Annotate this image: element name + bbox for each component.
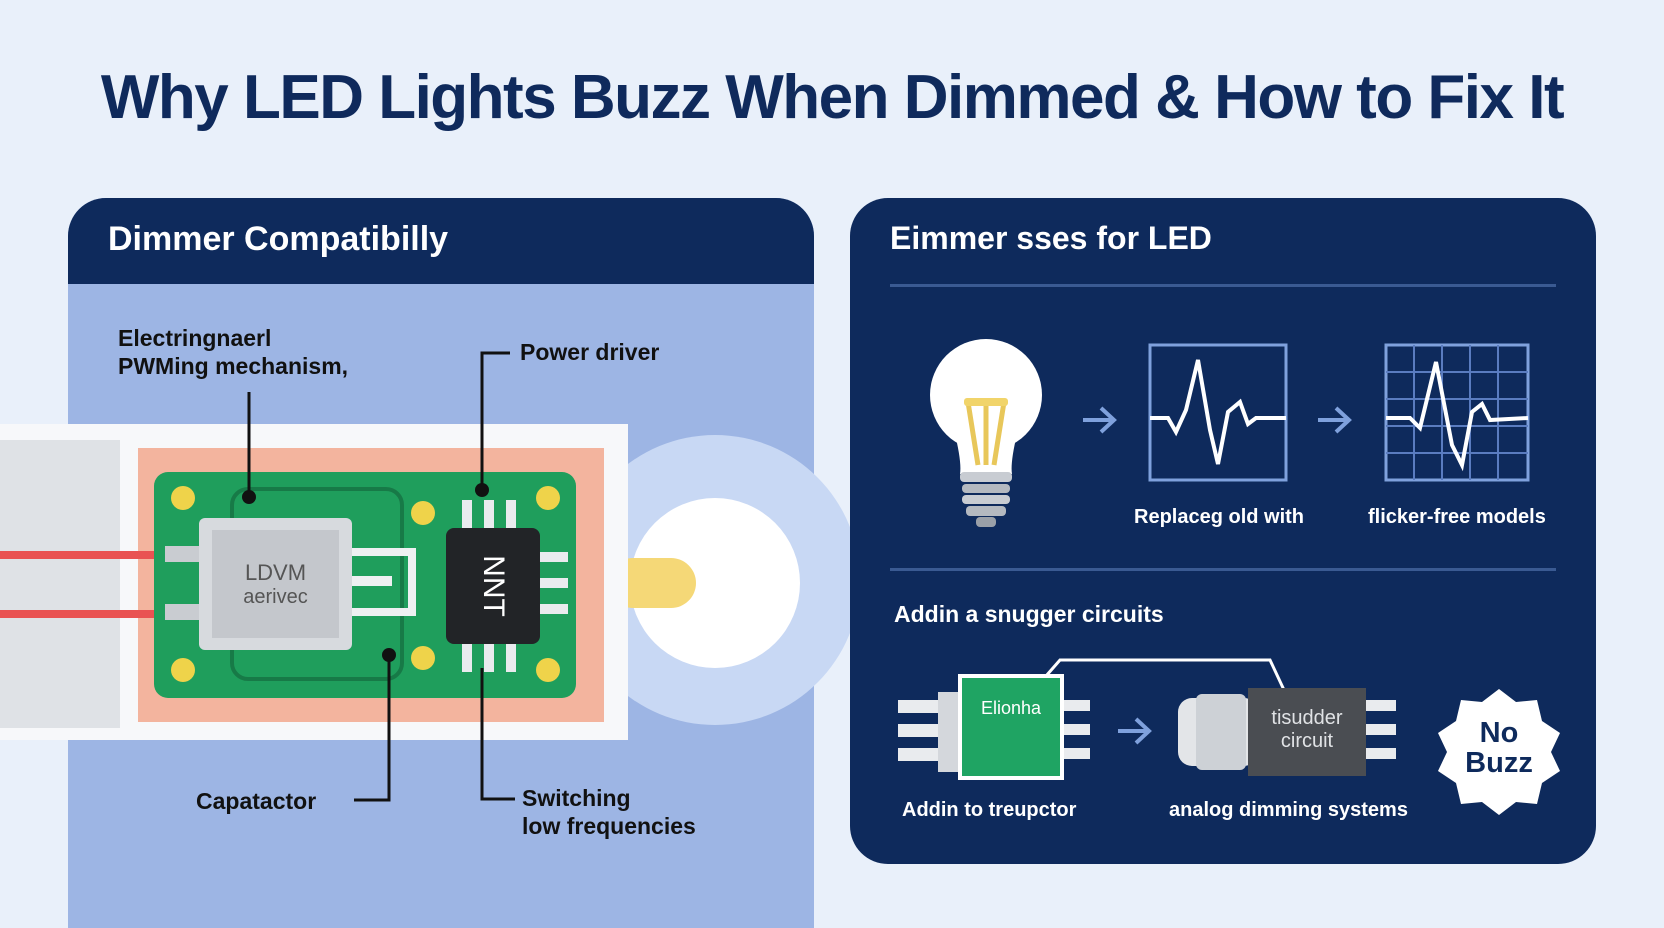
green-module-icon: [898, 674, 1090, 780]
ldvm-label-line1: LDVM: [244, 560, 307, 585]
heat-sink: [352, 548, 416, 616]
arrow-right-icon: [1318, 406, 1352, 434]
housing-end: [0, 440, 120, 728]
no-buzz-badge-line2: Buzz: [1465, 747, 1533, 779]
page-title: Why LED Lights Buzz When Dimmed & How to…: [100, 63, 1565, 132]
wire-bottom: [0, 610, 166, 618]
electromagnet-callout-line2: PWMing mechanism,: [118, 353, 349, 379]
green-module-label: Elionha: [960, 698, 1062, 718]
snubber-module-line2: circuit: [1280, 730, 1334, 752]
ldvm-label: LDVM aerivec: [212, 560, 339, 610]
switching-callout-line2: low frequencies: [522, 813, 696, 839]
wire-top: [0, 551, 166, 559]
no-buzz-badge-line1: No: [1479, 717, 1519, 749]
ic-chip: [446, 528, 540, 644]
step-label-flicker-free: flicker-free models: [1368, 506, 1546, 528]
arrow-right-icon: [1083, 406, 1117, 434]
panel-heading: Dimmer Compatibilly: [108, 220, 449, 258]
pad: [411, 501, 435, 525]
bottom-label-analog: analog dimming systems: [1169, 799, 1408, 821]
switching-callout-line1: Switching: [522, 785, 631, 811]
divider: [890, 284, 1556, 287]
callout-dot: [242, 490, 256, 504]
lightbulb-icon: [930, 339, 1042, 527]
divider: [890, 568, 1556, 571]
pad: [536, 486, 560, 510]
callout-dot: [382, 648, 396, 662]
electromagnet-callout: Electringnaerl PWMing mechanism,: [118, 324, 348, 380]
panel-header: Dimmer Compatibilly: [68, 198, 814, 284]
electromagnet-callout-line1: Electringnaerl: [118, 325, 272, 351]
waveform-old-icon: [1148, 343, 1288, 482]
ldvm-label-line2: aerivec: [243, 586, 308, 608]
circuit-wire: [1044, 658, 1286, 691]
step-label-replace: Replaceg old with: [1134, 506, 1305, 528]
pad: [536, 658, 560, 682]
waveform-flicker-free-icon: [1384, 343, 1530, 482]
pad: [171, 486, 195, 510]
no-buzz-badge-shape: [1438, 689, 1560, 815]
no-buzz-badge: No Buzz: [1446, 695, 1552, 801]
snubber-module-line1: tisudder: [1271, 707, 1343, 729]
snubber-heading: Addin a snugger circuits: [894, 601, 1164, 627]
green-module-text: Elionha: [980, 697, 1042, 718]
bottom-label-capacitor: Addin to treupctor: [902, 799, 1077, 821]
bulb-glass: [630, 498, 800, 668]
bulb-filament: [608, 558, 696, 608]
switching-callout: Switching low frequencies: [522, 784, 696, 840]
callout-dot: [475, 483, 489, 497]
panel-heading: Eimmer sses for LED: [890, 220, 1212, 256]
power-driver-callout: Power driver: [520, 339, 660, 365]
capacitor-callout: Capatactor: [196, 788, 317, 814]
pad: [411, 646, 435, 670]
snubber-module-label: tisudder circuit: [1248, 700, 1366, 760]
pad: [171, 658, 195, 682]
snubber-module-icon: [1178, 688, 1396, 776]
arrow-right-icon: [1118, 717, 1152, 745]
